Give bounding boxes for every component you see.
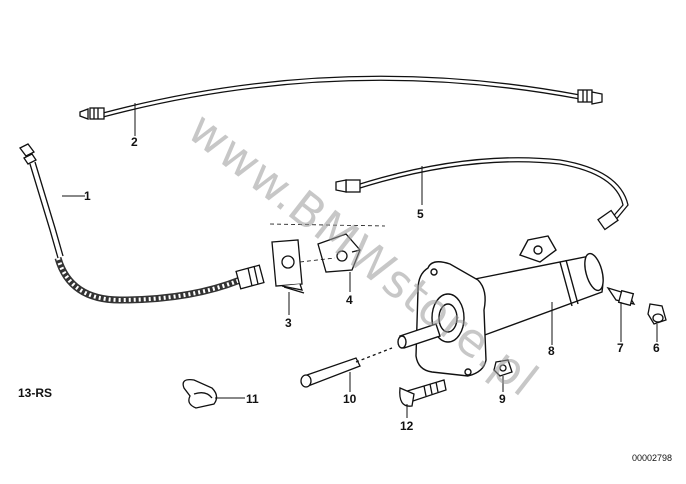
part-label-10: 10 (343, 392, 357, 406)
part-label-12: 12 (400, 419, 414, 433)
hose-clip (182, 379, 218, 409)
part-label-7: 7 (617, 341, 624, 355)
part-label-6: 6 (653, 341, 660, 355)
flex-hose (19, 143, 265, 304)
part-label-11: 11 (246, 392, 259, 406)
watermark-text: www.BMWstore.pl (178, 101, 548, 407)
clip (271, 239, 305, 294)
line-lower (335, 157, 629, 231)
reference-number: 00002798 (632, 453, 672, 463)
line-upper (79, 75, 603, 120)
part-label-8: 8 (548, 344, 555, 358)
part-label-1: 1 (84, 189, 91, 203)
part-label-2: 2 (131, 135, 138, 149)
assembly-guides (269, 223, 386, 263)
part-label-3: 3 (285, 316, 292, 330)
bleeder-screw (606, 286, 636, 307)
part-label-9: 9 (499, 392, 506, 406)
pushrod (300, 347, 393, 388)
slave-cylinder (397, 235, 604, 377)
bleeder-cap (647, 303, 667, 325)
nut (493, 359, 513, 377)
part-label-5: 5 (417, 207, 424, 221)
bracket (317, 233, 361, 273)
section-code: 13-RS (18, 386, 52, 400)
bolt (399, 379, 447, 407)
part-label-4: 4 (346, 293, 353, 307)
